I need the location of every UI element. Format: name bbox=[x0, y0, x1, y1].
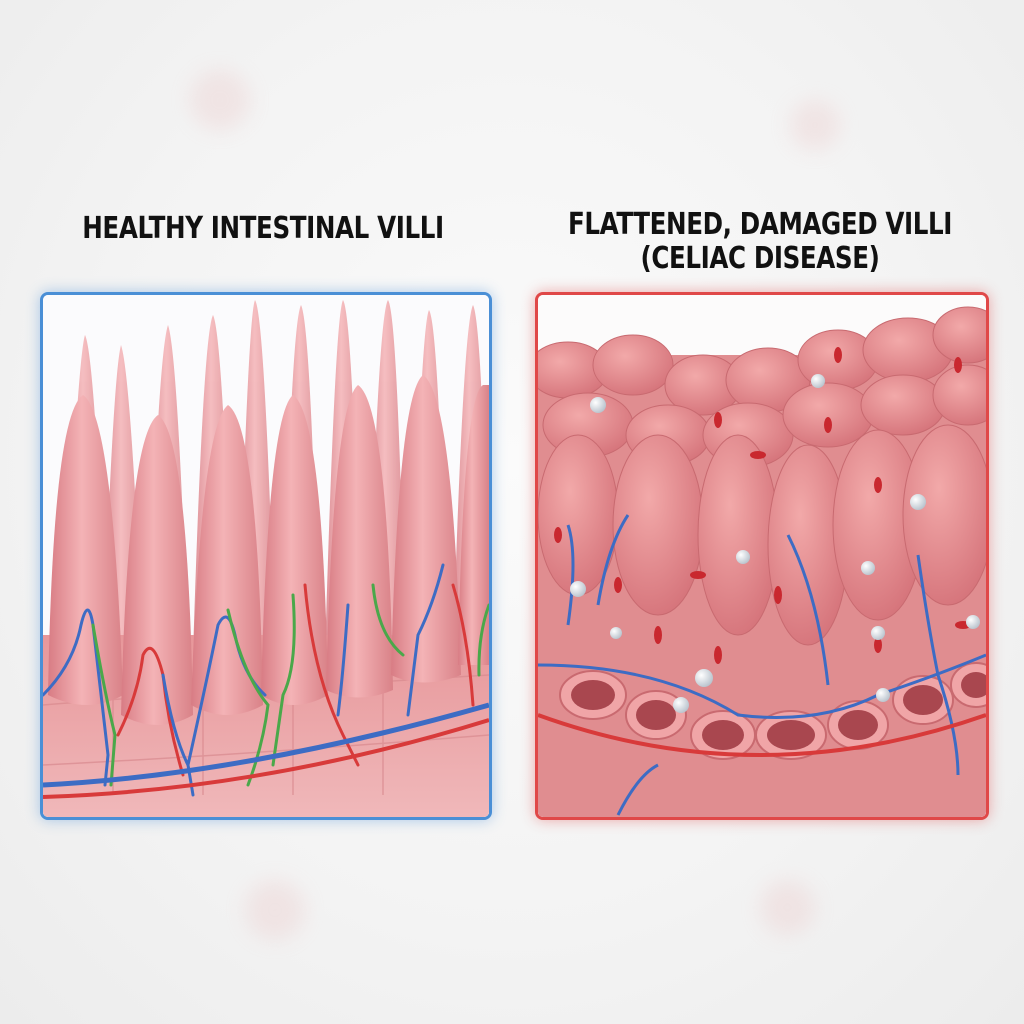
background-blob bbox=[190, 70, 250, 130]
background-blob bbox=[760, 880, 815, 935]
healthy-villi-illustration bbox=[43, 295, 489, 817]
damaged-title-line2: (CELIAC DISEASE) bbox=[640, 241, 880, 276]
background-blob bbox=[245, 880, 305, 940]
damaged-villi-panel bbox=[535, 292, 989, 820]
damaged-title-line1: FLATTENED, DAMAGED VILLI bbox=[567, 207, 953, 242]
damaged-villi-illustration bbox=[538, 295, 986, 817]
healthy-villi-panel bbox=[40, 292, 492, 820]
damaged-villi-title: FLATTENED, DAMAGED VILLI (CELIAC DISEASE… bbox=[563, 208, 957, 276]
healthy-title-text: HEALTHY INTESTINAL VILLI bbox=[82, 211, 444, 246]
background-blob bbox=[790, 100, 840, 150]
healthy-villi-title: HEALTHY INTESTINAL VILLI bbox=[80, 212, 446, 246]
